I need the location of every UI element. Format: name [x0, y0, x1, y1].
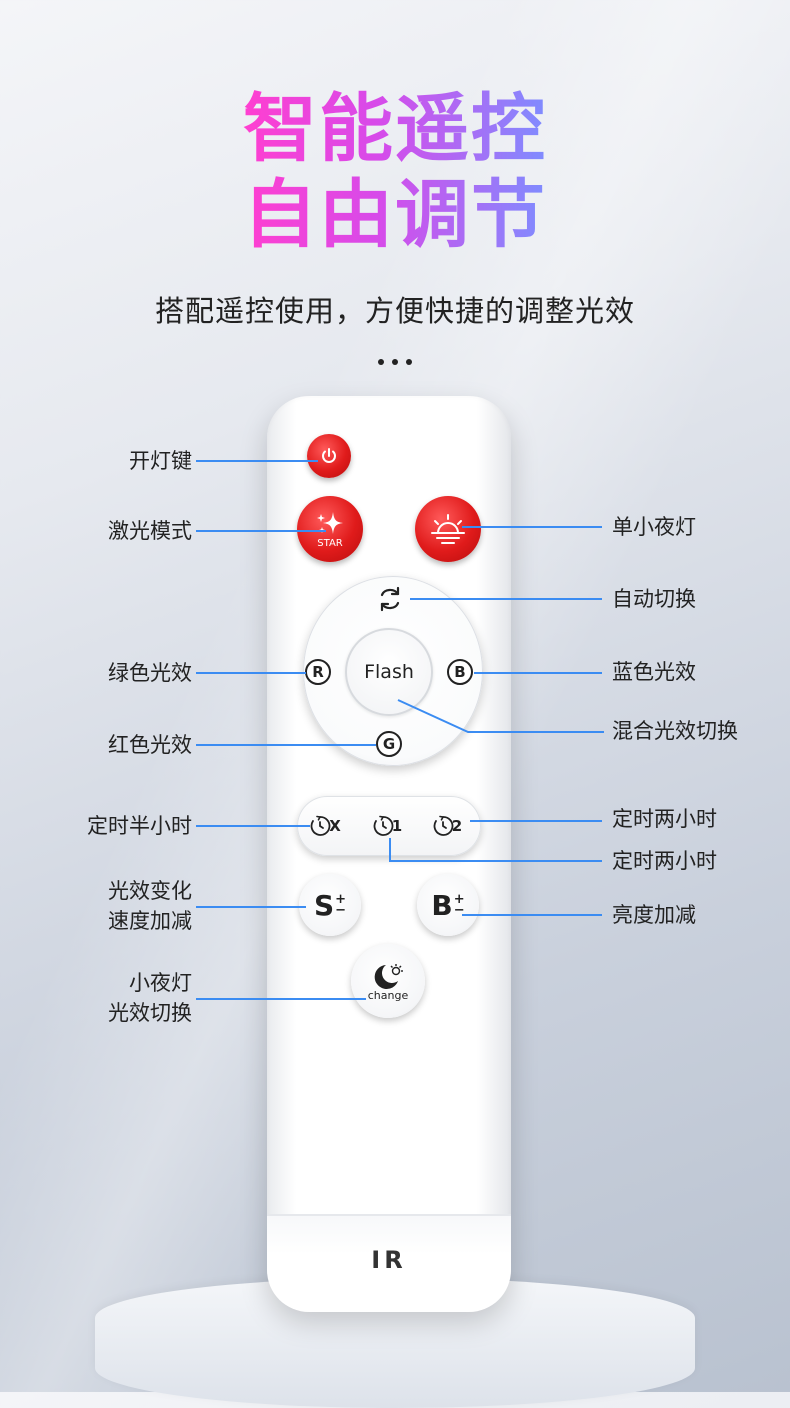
- callout-speed-line2: 速度加减: [108, 909, 192, 933]
- flash-button[interactable]: Flash: [345, 628, 433, 716]
- pointer-line-night-change: [196, 998, 366, 1000]
- callout-timer-one: 定时两小时: [612, 849, 717, 873]
- subtitle: 搭配遥控使用，方便快捷的调整光效: [154, 294, 635, 328]
- plus-minus-icon: +−: [335, 892, 347, 918]
- title-line-1: 智能遥控: [243, 86, 547, 172]
- star-label: STAR: [317, 537, 343, 549]
- callout-night-change-line1: 小夜灯: [129, 971, 192, 995]
- remote-ir-cap: [267, 1214, 511, 1312]
- green-effect-button[interactable]: G: [376, 731, 402, 757]
- power-icon: [322, 448, 336, 463]
- callout-night-change-line2: 光效切换: [108, 1001, 192, 1025]
- pointer-line-timer-one-vertical: [389, 838, 391, 862]
- callout-laser: 激光模式: [108, 519, 192, 543]
- change-label: change: [367, 988, 409, 1002]
- callout-night-light: 单小夜灯: [612, 515, 696, 539]
- pointer-line-speed: [196, 906, 306, 908]
- switch-arrows-icon: [380, 586, 400, 612]
- auto-switch-button[interactable]: [375, 584, 405, 614]
- pointer-line-brightness: [462, 914, 602, 916]
- pointer-line-timer-half: [196, 825, 310, 827]
- title-line-2: 自由调节: [243, 172, 547, 258]
- clock-icon: [310, 815, 331, 836]
- clock-icon: [433, 815, 454, 836]
- callout-mix: 混合光效切换: [612, 719, 738, 743]
- night-change-button[interactable]: change: [351, 944, 425, 1018]
- callout-auto: 自动切换: [612, 587, 696, 611]
- callout-brightness: 亮度加减: [612, 903, 696, 927]
- brightness-adjust-button[interactable]: B +−: [417, 874, 479, 936]
- pointer-line-timer-one: [389, 860, 602, 862]
- callout-timer-two: 定时两小时: [612, 807, 717, 831]
- callout-green: 绿色光效: [108, 661, 192, 685]
- pointer-line-auto: [410, 598, 602, 600]
- power-button[interactable]: [307, 434, 351, 478]
- timer-two-hour-button[interactable]: 2: [427, 810, 467, 842]
- callout-timer-half: 定时半小时: [87, 814, 192, 838]
- pointer-line-red: [196, 744, 376, 746]
- bright-letter: B: [431, 888, 453, 922]
- speed-letter: S: [313, 888, 335, 922]
- clock-icon: [373, 815, 394, 836]
- remote-control: STAR R B G Flash: [267, 396, 511, 1312]
- pointer-line-timer-two: [470, 820, 602, 822]
- callout-red: 红色光效: [108, 733, 192, 757]
- ir-label: IR: [371, 1246, 407, 1274]
- sparkle-icon: [317, 511, 343, 534]
- moon-icon: [374, 963, 403, 989]
- pointer-line-night-light: [462, 526, 602, 528]
- callout-speed-line1: 光效变化: [108, 879, 192, 903]
- timer-half-hour-button[interactable]: X: [305, 810, 345, 842]
- plus-minus-icon: +−: [453, 892, 465, 918]
- speed-adjust-button[interactable]: S +−: [299, 874, 361, 936]
- laser-star-button[interactable]: STAR: [297, 496, 363, 562]
- ellipsis-dots: [0, 350, 790, 369]
- pointer-line-laser: [196, 530, 326, 532]
- pointer-line-green: [196, 672, 306, 674]
- timer-x-label: X: [329, 817, 341, 835]
- timer-2-label: 2: [451, 817, 463, 835]
- pointer-line-blue: [474, 672, 602, 674]
- callout-blue: 蓝色光效: [612, 660, 696, 684]
- callout-power: 开灯键: [129, 449, 192, 473]
- blue-effect-button[interactable]: B: [447, 659, 473, 685]
- timer-one-hour-button[interactable]: 1: [367, 810, 407, 842]
- night-light-button[interactable]: [415, 496, 481, 562]
- pointer-line-power: [196, 460, 318, 462]
- timer-1-label: 1: [391, 817, 403, 835]
- sunrise-icon: [431, 514, 465, 544]
- red-effect-button[interactable]: R: [305, 659, 331, 685]
